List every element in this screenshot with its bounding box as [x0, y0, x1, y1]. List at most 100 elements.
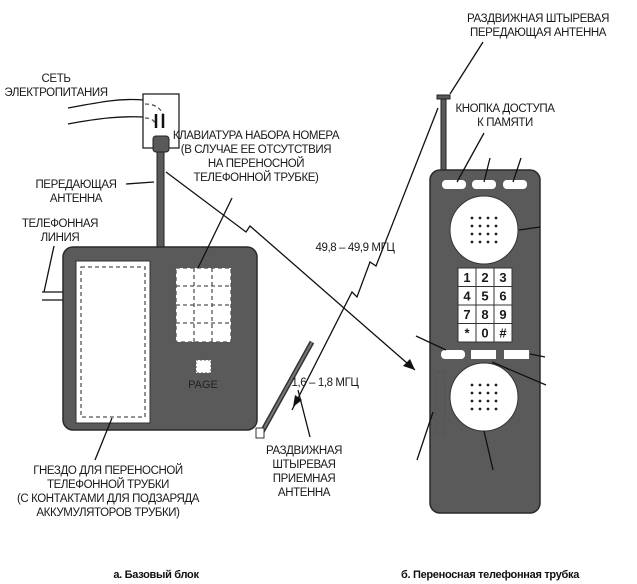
label-power-network: СЕТЬ ЭЛЕКТРОПИТАНИЯ [4, 73, 107, 99]
caption-base-unit: а. Базовый блок [113, 569, 199, 581]
label-memory-button-line: КНОПКА ДОСТУПА [455, 103, 555, 115]
grille-hole [486, 391, 490, 395]
label-phone-line-line: ЛИНИЯ [41, 232, 80, 244]
power-wire-1 [67, 98, 145, 109]
label-phone-line: ТЕЛЕФОННАЯ ЛИНИЯ [22, 218, 98, 244]
label-tx-antenna-line: РАЗДВИЖНАЯ ШТЫРЕВАЯ [467, 13, 609, 25]
grille-hole [486, 383, 490, 387]
grille-hole [478, 224, 482, 228]
label-cradle-line: ГНЕЗДО ДЛЯ ПЕРЕНОСНОЙ [33, 464, 183, 477]
microphone-grille [470, 383, 498, 411]
label-memory-button-line: К ПАМЯТИ [477, 117, 533, 129]
label-receiving-antenna: РАЗДВИЖНАЯ ШТЫРЕВАЯ ПРИЕМНАЯ АНТЕННА [266, 445, 342, 499]
keypad-key-label: 1 [463, 270, 470, 285]
grille-hole [478, 391, 482, 395]
downlink-wave [165, 171, 416, 371]
grille-hole [478, 240, 482, 244]
keypad-key-label: 3 [499, 270, 506, 285]
keypad-key-label: 9 [499, 307, 506, 322]
button-a [472, 180, 496, 189]
label-transmitting-antenna-line: ПЕРЕДАЮЩАЯ [35, 179, 116, 191]
label-transmitting-antenna: ПЕРЕДАЮЩАЯ АНТЕННА [35, 179, 116, 205]
label-cradle-line: (С КОНТАКТАМИ ДЛЯ ПОДЗАРЯДА [17, 493, 200, 505]
plug-prongs [154, 114, 165, 128]
grille-hole [478, 383, 482, 387]
label-cradle-line: АККУМУЛЯТОРОВ ТРУБКИ) [36, 507, 180, 519]
keypad-key-label: * [464, 326, 470, 341]
grille-hole [478, 232, 482, 236]
grille-hole [478, 399, 482, 403]
label-keypad-line: НА ПЕРЕНОСНОЙ [208, 157, 304, 170]
label-receiving-antenna-line: РАЗДВИЖНАЯ [266, 445, 342, 457]
grille-hole [486, 407, 490, 411]
keypad-key-label: 8 [481, 307, 488, 322]
button-b [503, 180, 527, 189]
label-tx-antenna: РАЗДВИЖНАЯ ШТЫРЕВАЯ ПЕРЕДАЮЩАЯ АНТЕННА [467, 13, 609, 39]
hangup-button [471, 350, 496, 359]
label-tx-antenna-line: ПЕРЕДАЮЩАЯ АНТЕННА [470, 27, 607, 39]
earpiece [449, 195, 519, 265]
base-antenna-mast [156, 151, 165, 249]
label-keypad: КЛАВИАТУРА НАБОРА НОМЕРА (В СЛУЧАЕ ЕЕ ОТС… [173, 130, 340, 184]
plug [152, 135, 170, 153]
grille-hole [494, 216, 498, 220]
grille-hole [494, 399, 498, 403]
phone-line-wires [42, 291, 64, 301]
keypad-key-label: 5 [481, 289, 488, 304]
label-memory-button: КНОПКА ДОСТУПА К ПАМЯТИ [455, 103, 555, 129]
label-keypad-line: ТЕЛЕФОННОЙ ТРУБКЕ) [194, 171, 319, 184]
label-keypad-line: КЛАВИАТУРА НАБОРА НОМЕРА [173, 130, 340, 142]
grille-hole [494, 407, 498, 411]
grille-hole [478, 407, 482, 411]
uplink-wave [291, 107, 439, 411]
redial-button [441, 350, 465, 359]
page-button [195, 359, 212, 374]
label-receiving-antenna-line: АНТЕННА [278, 487, 331, 499]
label-transmitting-antenna-line: АНТЕННА [50, 193, 103, 205]
uplink-frequency: 49,8 – 49,9 МГЦ [315, 242, 395, 254]
label-keypad-line: (В СЛУЧАЕ ЕЕ ОТСУТСТВИЯ [181, 144, 332, 156]
label-cradle-line: ТЕЛЕФОННОЙ ТРУБКИ [47, 478, 169, 491]
keypad-key [493, 323, 513, 343]
microphone [449, 362, 519, 432]
grille-hole [470, 391, 474, 395]
grille-hole [470, 224, 474, 228]
grille-hole [470, 240, 474, 244]
label-phone-line-line: ТЕЛЕФОННАЯ [22, 218, 98, 230]
grille-hole [494, 391, 498, 395]
earpiece-grille [470, 216, 498, 244]
grille-hole [470, 399, 474, 403]
grille-hole [486, 232, 490, 236]
grille-hole [470, 383, 474, 387]
grille-hole [486, 224, 490, 228]
handset-cradle [75, 260, 151, 424]
power-wire-2 [67, 116, 145, 125]
memory-button [442, 180, 466, 189]
label-power-network-line: СЕТЬ [42, 73, 71, 85]
grille-hole [486, 240, 490, 244]
grille-hole [494, 240, 498, 244]
keypad-key-label: 6 [499, 289, 506, 304]
handset-antenna [440, 97, 447, 174]
keypad-key-label: 0 [481, 326, 488, 341]
downlink-frequency: 1,6 – 1,8 МГЦ [291, 377, 359, 389]
grille-hole [478, 216, 482, 220]
keypad-key-label: # [499, 326, 507, 341]
grille-hole [470, 216, 474, 220]
label-receiving-antenna-line: ПРИЕМНАЯ [273, 473, 336, 485]
caption-handset: б. Переносная телефонная трубка [401, 569, 580, 581]
keypad-key-label: 2 [481, 270, 488, 285]
keypad-key-label: 7 [463, 307, 470, 322]
page-button-label: PAGE [188, 379, 218, 391]
grille-hole [494, 383, 498, 387]
grille-hole [470, 232, 474, 236]
grille-hole [486, 216, 490, 220]
base-keypad [175, 267, 232, 343]
keypad-key-label: 4 [463, 289, 471, 304]
label-power-network-line: ЭЛЕКТРОПИТАНИЯ [4, 87, 107, 99]
talk-button [504, 350, 529, 359]
label-receiving-antenna-line: ШТЫРЕВАЯ [272, 459, 335, 471]
